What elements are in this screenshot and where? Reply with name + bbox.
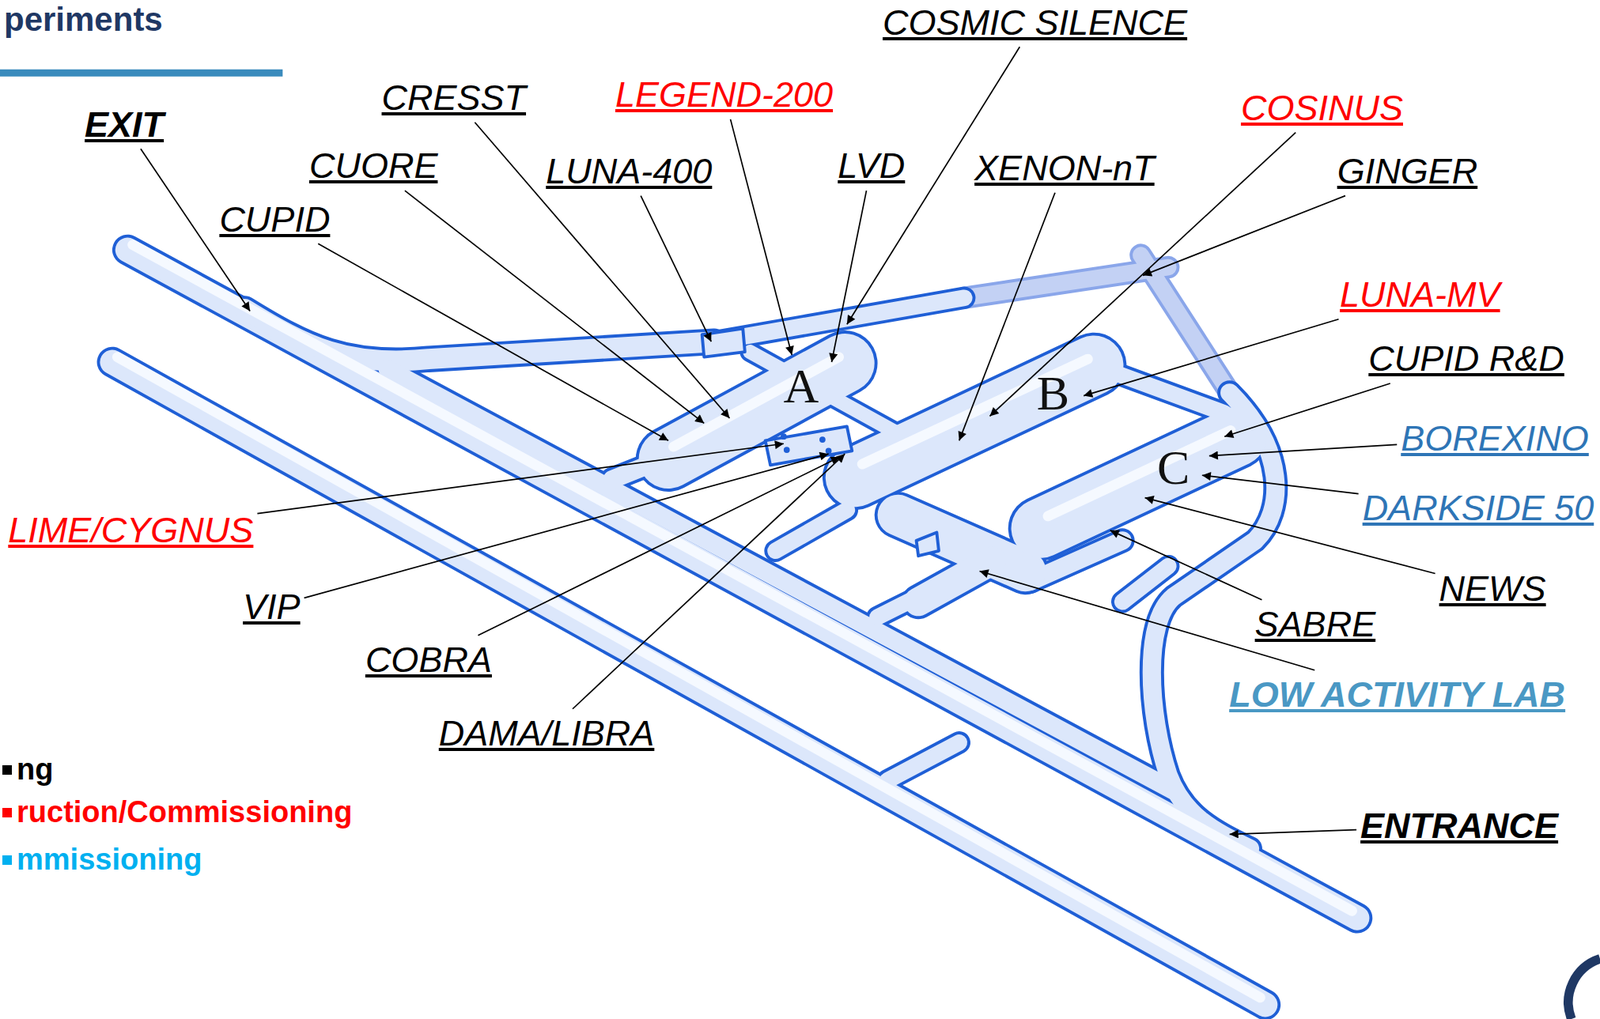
leader-line: [1202, 475, 1359, 494]
tunnel-outline: [887, 742, 959, 781]
hall-dot: [825, 447, 833, 454]
hall-dot: [783, 446, 791, 454]
light-tunnel-outline: [1140, 255, 1230, 394]
light-tunnel-outline: [964, 267, 1169, 299]
leader-line: [831, 190, 867, 363]
tunnel-fill: [1122, 566, 1169, 602]
tunnel-outline: [775, 510, 848, 552]
experiment-label: VIP: [242, 586, 301, 628]
experiment-label: COBRA: [365, 639, 492, 681]
experiment-label: LUNA-MV: [1339, 274, 1501, 316]
legend-text: mmissioning: [16, 843, 202, 878]
hall-letter: B: [1036, 366, 1070, 420]
experiment-label: LVD: [837, 145, 905, 187]
small-hall: [916, 533, 939, 557]
legend-text: ruction/Commissioning: [16, 795, 352, 831]
leader-line: [1110, 530, 1263, 601]
tunnel-fill: [112, 249, 1358, 1006]
hall-box: A: [780, 361, 821, 411]
leader-line: [477, 457, 840, 636]
experiment-label: LOW ACTIVITY LAB: [1229, 674, 1566, 716]
tunnel-outline: [854, 365, 1094, 478]
tunnel-highlight: [1047, 431, 1231, 517]
experiment-label: CRESST: [382, 77, 527, 119]
experiment-label: SABRE: [1255, 604, 1377, 646]
tunnel-fill: [918, 561, 992, 603]
tunnel-outline: [918, 561, 992, 603]
legend-row: ruction/Commissioning: [0, 795, 352, 831]
experiment-label: EXIT: [84, 104, 164, 146]
light-tunnel-fill: [964, 267, 1169, 299]
light-tunnel-fill: [1140, 255, 1230, 394]
leader-line: [304, 453, 829, 598]
experiment-label: ENTRANCE: [1360, 805, 1559, 848]
experiment-label: NEWS: [1439, 568, 1547, 610]
legend-swatch: [2, 808, 12, 818]
tunnel-highlight: [862, 359, 1088, 465]
tunnel-fill: [775, 510, 848, 552]
leader-line: [1209, 444, 1397, 456]
hall-dot: [780, 433, 833, 454]
hall-dot: [780, 433, 787, 440]
page-title: periments: [3, 1, 163, 38]
small-hall: [702, 328, 939, 557]
legend-swatch: [2, 855, 12, 866]
experiment-label: COSMIC SILENCE: [882, 2, 1188, 44]
leader-line: [572, 453, 845, 710]
leader-line: [317, 243, 669, 441]
leader-line: [404, 190, 704, 424]
tunnel-fill: [854, 365, 1094, 478]
legend-text: ng: [16, 752, 53, 788]
experiment-label: LEGEND-200: [615, 74, 833, 116]
experiment-label: CUORE: [309, 145, 439, 187]
legend-row: mmissioning: [0, 843, 202, 878]
experiment-label: LIME/CYGNUS: [7, 510, 254, 552]
leader-line: [730, 119, 793, 356]
legend-row: ng: [0, 752, 53, 788]
leader-line: [1083, 319, 1339, 397]
leader-line: [257, 443, 783, 514]
legend-swatch: [2, 765, 12, 776]
hall-box: B: [1034, 368, 1072, 418]
experiment-label: CUPID: [219, 199, 330, 241]
small-hall: [702, 328, 746, 357]
experiment-label: XENON-nT: [974, 147, 1155, 190]
experiment-label: DAMA/LIBRA: [438, 713, 655, 755]
leader-line: [1224, 383, 1391, 437]
tunnel-highlight: [117, 357, 1260, 999]
tunnel-highlight: [117, 245, 1352, 999]
experiment-label: CUPID R&D: [1368, 338, 1565, 380]
hall-letter: C: [1157, 440, 1190, 495]
leader-line: [474, 122, 730, 419]
experiment-label: GINGER: [1337, 151, 1479, 193]
experiment-label: LUNA-400: [545, 151, 712, 193]
logo-arc: [1568, 959, 1600, 1019]
experiment-label: BOREXINO: [1400, 418, 1589, 460]
leader-line: [1229, 830, 1357, 836]
leader-line: [640, 196, 712, 343]
hall-dot: [819, 436, 826, 443]
leader-line: [1142, 196, 1346, 277]
tunnel-outline: [112, 249, 1358, 1006]
experiment-label: DARKSIDE 50: [1362, 487, 1595, 530]
hall-box: C: [1154, 442, 1192, 492]
tunnel-fill: [887, 742, 959, 781]
title-rule: [0, 69, 283, 77]
experiment-label: COSINUS: [1240, 87, 1404, 129]
hall-letter: A: [782, 359, 819, 413]
